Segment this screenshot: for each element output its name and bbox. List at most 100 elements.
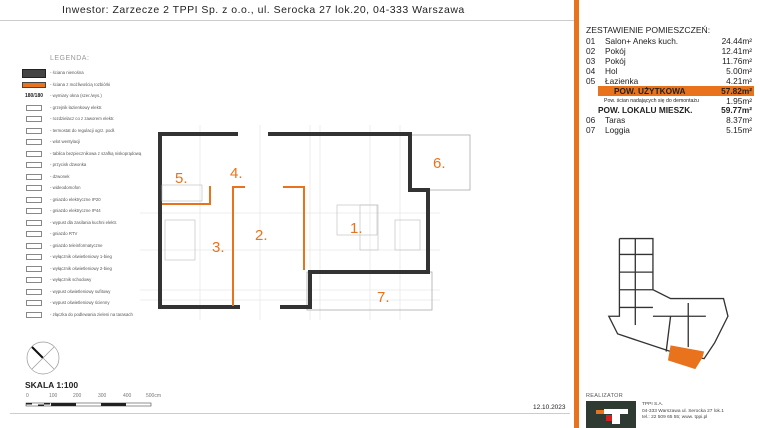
room-name: Loggia — [605, 125, 630, 135]
room-labels: 1. 2. 3. 4. 5. 6. 7. — [175, 155, 446, 306]
room-label-6: 6. — [433, 155, 446, 172]
room-row: 07 Loggia 5.15m² — [586, 125, 758, 135]
header-divider — [0, 20, 575, 21]
scale-tick: 0 — [26, 393, 29, 399]
legend-item: - gniazdo elektryczne IP20 — [0, 194, 135, 206]
footer-divider — [10, 413, 570, 414]
window-dims-icon: 180/180 — [22, 92, 46, 100]
thermostat-icon — [22, 127, 46, 135]
scale-tick: 200 — [73, 393, 82, 399]
room-name: Hol — [605, 66, 618, 76]
loggia-7 — [306, 271, 433, 311]
legend-item: - przycisk dzwonka — [0, 159, 135, 171]
bearing-wall-icon — [22, 68, 46, 78]
socket-ip20-icon — [22, 196, 46, 204]
legend-item: - rozdzielacz co z zaworem elektr. — [0, 113, 135, 125]
room-row: 01 Salon+ Aneks kuch. 24.44m² — [586, 36, 758, 46]
vent-outlet-icon — [22, 138, 46, 146]
legend-label: - gniazdo teleinformatyczne — [50, 242, 103, 248]
teleinfo-socket-icon — [22, 242, 46, 250]
room-label-3: 3. — [212, 239, 225, 256]
company-info: TPPI S.A. 04-333 Warszawa ul. Serocka 27… — [642, 402, 724, 422]
room-label-2: 2. — [255, 227, 268, 244]
usable-area-label: POW. UŻYTKOWA — [614, 86, 686, 96]
bell-icon — [22, 173, 46, 181]
switch-2-icon — [22, 265, 46, 273]
legend-label: - złączka do podlewania zieleni na taras… — [50, 311, 133, 317]
room-area: 11.76m² — [722, 56, 752, 66]
room-no: 07 — [586, 125, 596, 135]
legend-label: - wyłącznik oświetleniowy 1-bieg — [50, 254, 112, 259]
legend-label: - tablica bezpiecznikowa z szafką niskop… — [50, 150, 142, 156]
legend-label: - ściana nienośna — [50, 70, 84, 75]
room-no: 04 — [586, 66, 596, 76]
room-no: 03 — [586, 56, 596, 66]
room-label-7: 7. — [377, 289, 390, 306]
legend-label: - wyłącznik schodowy — [50, 277, 92, 282]
legend-item: - tablica bezpiecznikowa z szafką niskop… — [0, 148, 141, 160]
legend-item: - ściana nienośna — [0, 67, 135, 79]
legend-label: - wymiary okna (szer./wys.) — [50, 93, 102, 98]
room-name: Salon+ Aneks kuch. — [605, 36, 679, 46]
company-contact[interactable]: tel.: 22 509 65 55; www. tppi.pl — [642, 415, 708, 420]
legend-item: - gniazdo RTV — [0, 228, 135, 240]
legend-label: - grzejnik łazienkowy elektr. — [50, 104, 103, 110]
legend-label: - wypust oświetleniowy ścienny — [50, 300, 110, 305]
legend-item: - termostat do regulacji ogrz. podł. — [0, 125, 135, 137]
room-area: 5.15m² — [726, 125, 752, 135]
switch-1-icon — [22, 253, 46, 261]
legend-label: - gniazdo RTV — [50, 231, 78, 236]
tppi-logo — [586, 401, 636, 428]
garden-tap-icon — [22, 311, 46, 319]
ceiling-light-icon — [22, 288, 46, 296]
removable-wall-icon — [22, 81, 46, 89]
room-area: 24.44m² — [721, 36, 752, 46]
room-area: 12.41m² — [721, 46, 752, 56]
room-label-5: 5. — [175, 170, 188, 187]
room-name: Taras — [605, 115, 626, 125]
fuse-box-icon — [22, 150, 46, 158]
room-row: 03 Pokój 11.76m² — [586, 56, 758, 66]
legend-label: - ściana z możliwością rozbiórki — [50, 81, 111, 87]
wall-light-icon — [22, 299, 46, 307]
legend-item: - wyłącznik oświetleniowy 2-bieg — [0, 263, 135, 275]
legend-label: - rozdzielacz co z zaworem elektr. — [50, 116, 115, 121]
legend-label: - dzwonek — [50, 173, 70, 179]
socket-ip44-icon — [22, 207, 46, 215]
stove-outlet-icon — [22, 219, 46, 227]
legend-label: - przycisk dzwonka — [50, 162, 87, 167]
total-area-label: POW. LOKALU MIESZK. — [598, 105, 693, 115]
legend-item: - wlot wentylacji — [0, 136, 135, 148]
scale-label: SKALA 1:100 — [25, 380, 79, 390]
legend-symbol-text: 180/180 — [24, 93, 44, 99]
stair-switch-icon — [22, 276, 46, 284]
legend-label: - wypust dla zasilania kuchni elektr. — [50, 219, 118, 225]
intercom-icon — [22, 184, 46, 192]
scale-tick: 300 — [98, 393, 107, 399]
legend-item: - wyłącznik oświetleniowy 1-bieg — [0, 251, 135, 263]
room-no: 06 — [586, 115, 596, 125]
total-area-row: POW. LOKALU MIESZK.59.77m² — [598, 105, 754, 115]
building-key-plan — [607, 237, 729, 370]
room-no: 02 — [586, 46, 596, 56]
legend-title: LEGENDA: — [50, 55, 90, 62]
legend-item: - złączka do podlewania zieleni na taras… — [0, 309, 135, 321]
legend-item: - ściana z możliwością rozbiórki — [0, 79, 135, 91]
legend-item: - wyłącznik schodowy — [0, 274, 135, 286]
legend-label: - termostat do regulacji ogrz. podł. — [50, 127, 115, 133]
legend-label: - wyłącznik oświetleniowy 2-bieg — [50, 265, 112, 271]
room-no: 01 — [586, 36, 596, 46]
investor-header: Inwestor: Zarzecze 2 TPPI Sp. z o.o., ul… — [62, 4, 465, 16]
usable-area-value: 57.82m² — [721, 86, 752, 96]
legend-label: - wlot wentylacji — [50, 139, 81, 144]
legend-item: 180/180 - wymiary okna (szer./wys.) — [0, 90, 135, 102]
room-name: Pokój — [605, 56, 626, 66]
doorbell-button-icon — [22, 161, 46, 169]
apartment-plan: 1. 2. 3. 4. 5. 6. 7. — [25, 125, 471, 407]
